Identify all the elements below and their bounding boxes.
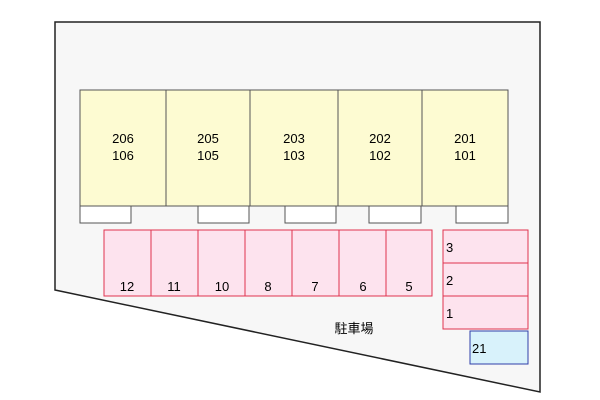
parking-label-2: 2: [446, 273, 453, 288]
unit-201-upper: 201: [454, 131, 476, 146]
unit-203-upper: 203: [283, 131, 305, 146]
parking-space-3: [442, 229, 529, 264]
unit-103-lower: 103: [283, 148, 305, 163]
unit-101-lower: 101: [454, 148, 476, 163]
parking-lot-label: 駐車場: [334, 321, 373, 336]
unit-203-103: [249, 89, 339, 207]
parking-label-3: 3: [446, 240, 453, 255]
parking-label-1: 1: [446, 306, 453, 321]
parking-label-10: 10: [215, 279, 229, 294]
parking-space-21: [469, 330, 529, 365]
parking-space-8: [244, 229, 293, 297]
parking-column: 3 2 1: [442, 229, 529, 330]
entrance-step: [284, 205, 337, 224]
entrance-step: [368, 205, 422, 224]
parking-label-5: 5: [405, 279, 412, 294]
parking-label-21: 21: [472, 341, 486, 356]
unit-202-upper: 202: [369, 131, 391, 146]
unit-205-upper: 205: [197, 131, 219, 146]
unit-102-lower: 102: [369, 148, 391, 163]
parking-row: 12 11 10 8 7 6 5: [103, 229, 433, 297]
parking-space-1: [442, 295, 529, 330]
unit-206-106: [79, 89, 167, 207]
parking-label-11: 11: [167, 279, 181, 294]
unit-202-102: [337, 89, 423, 207]
entrance-step: [455, 205, 509, 224]
unit-106-lower: 106: [112, 148, 134, 163]
parking-space-5: [385, 229, 433, 297]
unit-206-upper: 206: [112, 131, 134, 146]
unit-105-lower: 105: [197, 148, 219, 163]
parking-space-12: [103, 229, 152, 297]
parking-label-12: 12: [120, 279, 134, 294]
entrance-step: [197, 205, 250, 224]
parking-label-6: 6: [359, 279, 366, 294]
parking-space-10: [197, 229, 246, 297]
parking-space-11: [150, 229, 199, 297]
unit-201-101: [421, 89, 509, 207]
apartment-building: 206 106 205 105 203 103 202 102 201 101: [79, 89, 509, 207]
parking-label-7: 7: [311, 279, 318, 294]
parking-space-2: [442, 262, 529, 297]
entrance-step: [79, 205, 132, 224]
parking-space-6: [338, 229, 387, 297]
entrance-steps: [79, 205, 509, 224]
parking-label-8: 8: [264, 279, 271, 294]
